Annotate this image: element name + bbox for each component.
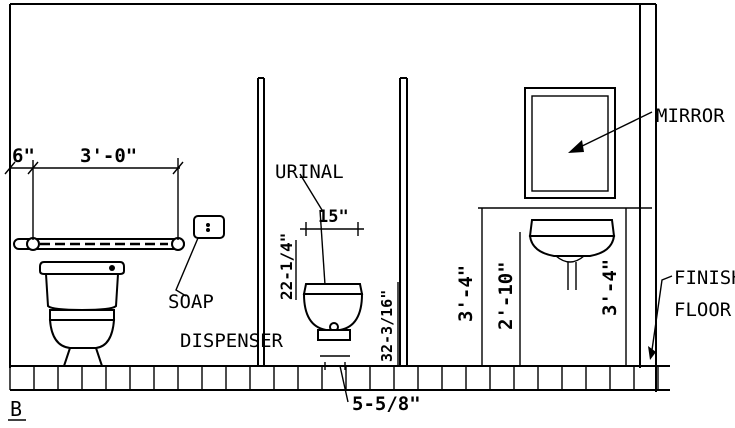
finish-floor-label-line2: FLOOR bbox=[674, 299, 732, 321]
partition-right bbox=[399, 77, 408, 366]
soap-dispenser: SOAP DISPENSER bbox=[168, 215, 284, 352]
grab-bar bbox=[9, 237, 185, 251]
section-letter: B bbox=[10, 397, 22, 421]
lavatory-dimension: 3'-4" 2'-10" 3'-4" bbox=[455, 207, 652, 366]
mirror-fixture: MIRROR bbox=[524, 87, 725, 199]
urinal-label: URINAL bbox=[275, 161, 344, 183]
soap-dispenser-label-line2: DISPENSER bbox=[180, 330, 284, 352]
lavatory-fixture bbox=[528, 219, 616, 290]
toilet-fixture bbox=[39, 261, 125, 367]
urinal-gap-dim: 5-5/8" bbox=[352, 393, 421, 415]
grab-bar-length-dim: 3'-0" bbox=[80, 145, 137, 167]
lav-height-right-dim: 3'-4" bbox=[599, 259, 621, 316]
finish-floor-callout: FINISH FLOOR bbox=[648, 267, 735, 360]
urinal-height-dim: 22-1/4" bbox=[277, 233, 296, 300]
soap-dispenser-label-line1: SOAP bbox=[168, 291, 214, 313]
partition-left bbox=[257, 77, 265, 366]
urinal-projection-dim: 15" bbox=[318, 207, 349, 227]
wall-outline bbox=[9, 3, 657, 392]
floor-tile-band bbox=[9, 365, 670, 391]
mirror-label: MIRROR bbox=[656, 105, 725, 127]
urinal-fixture: URINAL bbox=[275, 161, 364, 341]
grab-bar-dimension: 6" 3'-0" bbox=[4, 145, 184, 240]
urinal-rim-dim: 32-3/16" bbox=[378, 290, 396, 362]
section-label: B bbox=[8, 397, 26, 421]
urinal-dimension: 15" 22-1/4" 32-3/16" 5-5/8" bbox=[277, 207, 421, 415]
finish-floor-label-line1: FINISH bbox=[674, 267, 735, 289]
grab-bar-offset-dim: 6" bbox=[12, 145, 35, 167]
lav-clearance-dim: 2'-10" bbox=[495, 261, 517, 330]
lav-height-left-dim: 3'-4" bbox=[455, 265, 477, 322]
